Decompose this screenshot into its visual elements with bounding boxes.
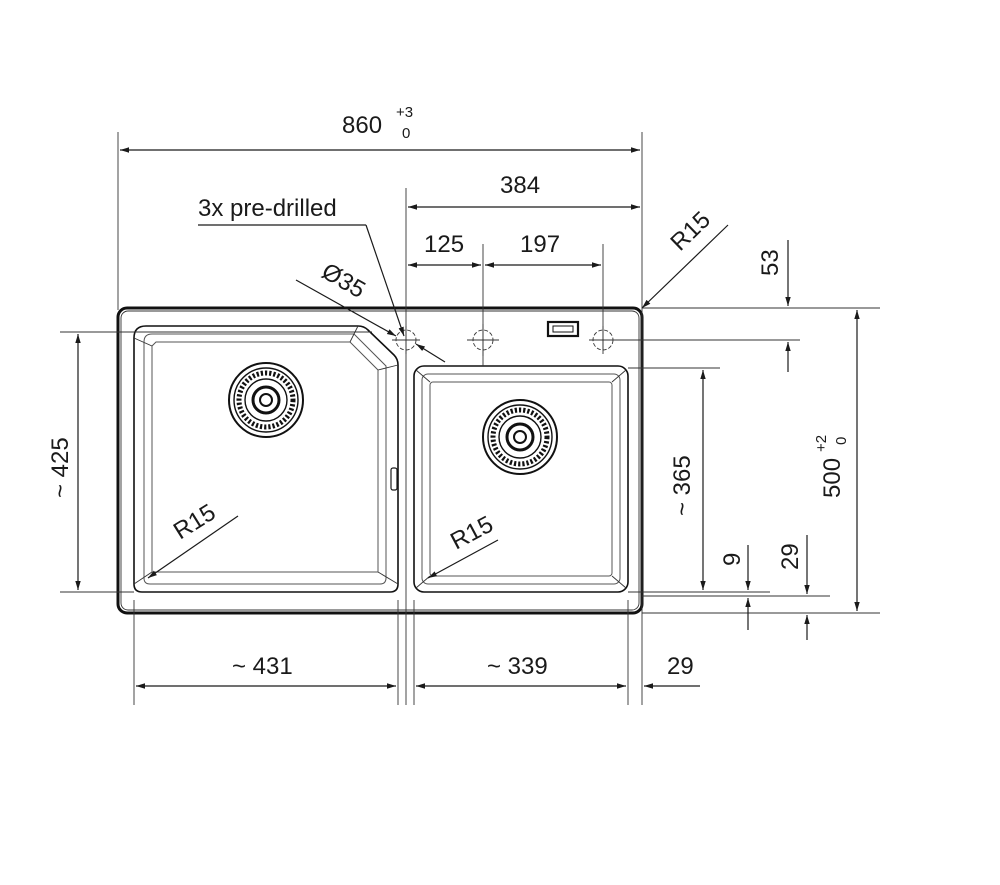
overall-depth-tol-lower: 0 [833,437,850,445]
left-drain-icon [228,362,304,438]
overall-depth-label: 500 [819,458,846,498]
left-bowl-depth-label: ~ 425 [47,437,74,498]
overall-width-tol-lower: 0 [402,125,410,142]
edge-29-vertical-label: 29 [777,543,804,570]
right-bowl-radius-label: R15 [446,511,498,556]
right-bowl-depth-label: ~ 365 [669,455,696,516]
pre-drilled-note: 3x pre-drilled [198,195,337,222]
overall-width-label: 860 [342,112,382,139]
overflow-button-icon [546,320,580,338]
left-bowl-width-label: ~ 431 [232,653,293,680]
extension-lines [60,132,880,705]
sink-outline [116,306,644,615]
left-bowl-radius-label: R15 [169,499,221,545]
right-bowl-width-label: ~ 339 [487,653,548,680]
edge-9-label: 9 [719,553,746,566]
right-bowl [413,365,629,593]
edge-29-horizontal-label: 29 [667,653,694,680]
hole-offset-top-label: 53 [757,249,784,276]
hole-diameter-label: Ø35 [317,258,370,304]
overall-width-tol-upper: +3 [396,104,413,121]
dimension-lines [75,147,860,689]
right-drain-icon [482,399,558,475]
left-bowl [133,325,399,593]
corner-radius-top-label: R15 [665,206,715,256]
hole-spacing-1-label: 125 [424,231,464,258]
hole-spacing-2-label: 197 [520,231,560,258]
tap-hole-span-label: 384 [500,172,540,199]
overall-depth-tol-upper: +2 [813,435,830,452]
